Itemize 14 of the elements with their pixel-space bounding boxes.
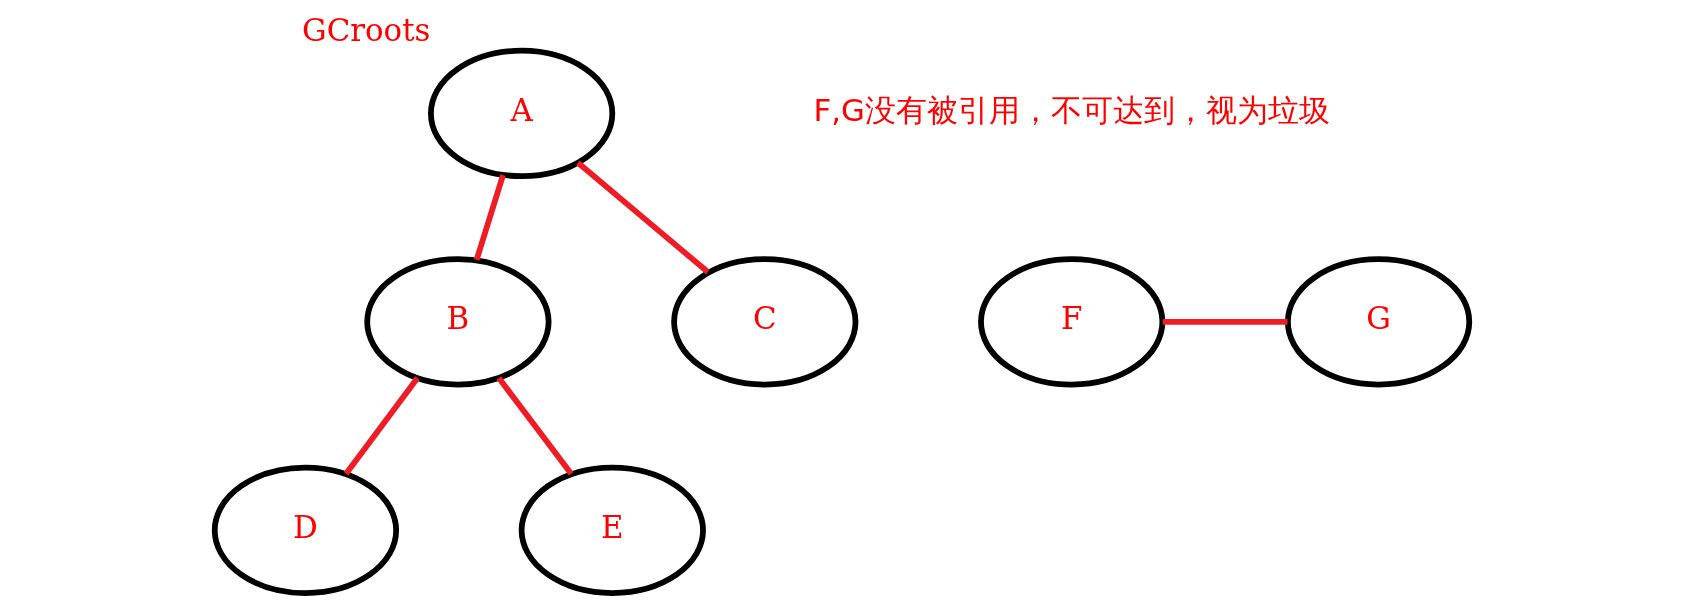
label: F,G没有被引用，不可达到，视为垃圾 (812, 91, 1330, 128)
node-ellipse: F (977, 256, 1165, 388)
connector (496, 376, 573, 476)
node-ellipse: B (363, 256, 552, 388)
connector (473, 174, 506, 261)
node-ellipse: D (211, 464, 399, 596)
node-ellipse: C (670, 256, 858, 388)
node-ellipse: G (1284, 256, 1472, 388)
connector (575, 160, 710, 275)
node-ellipse: E (518, 464, 706, 596)
connector (1162, 318, 1288, 325)
node-ellipse: A (427, 47, 615, 180)
node-label: GCroots (301, 11, 430, 48)
connector (343, 376, 420, 476)
